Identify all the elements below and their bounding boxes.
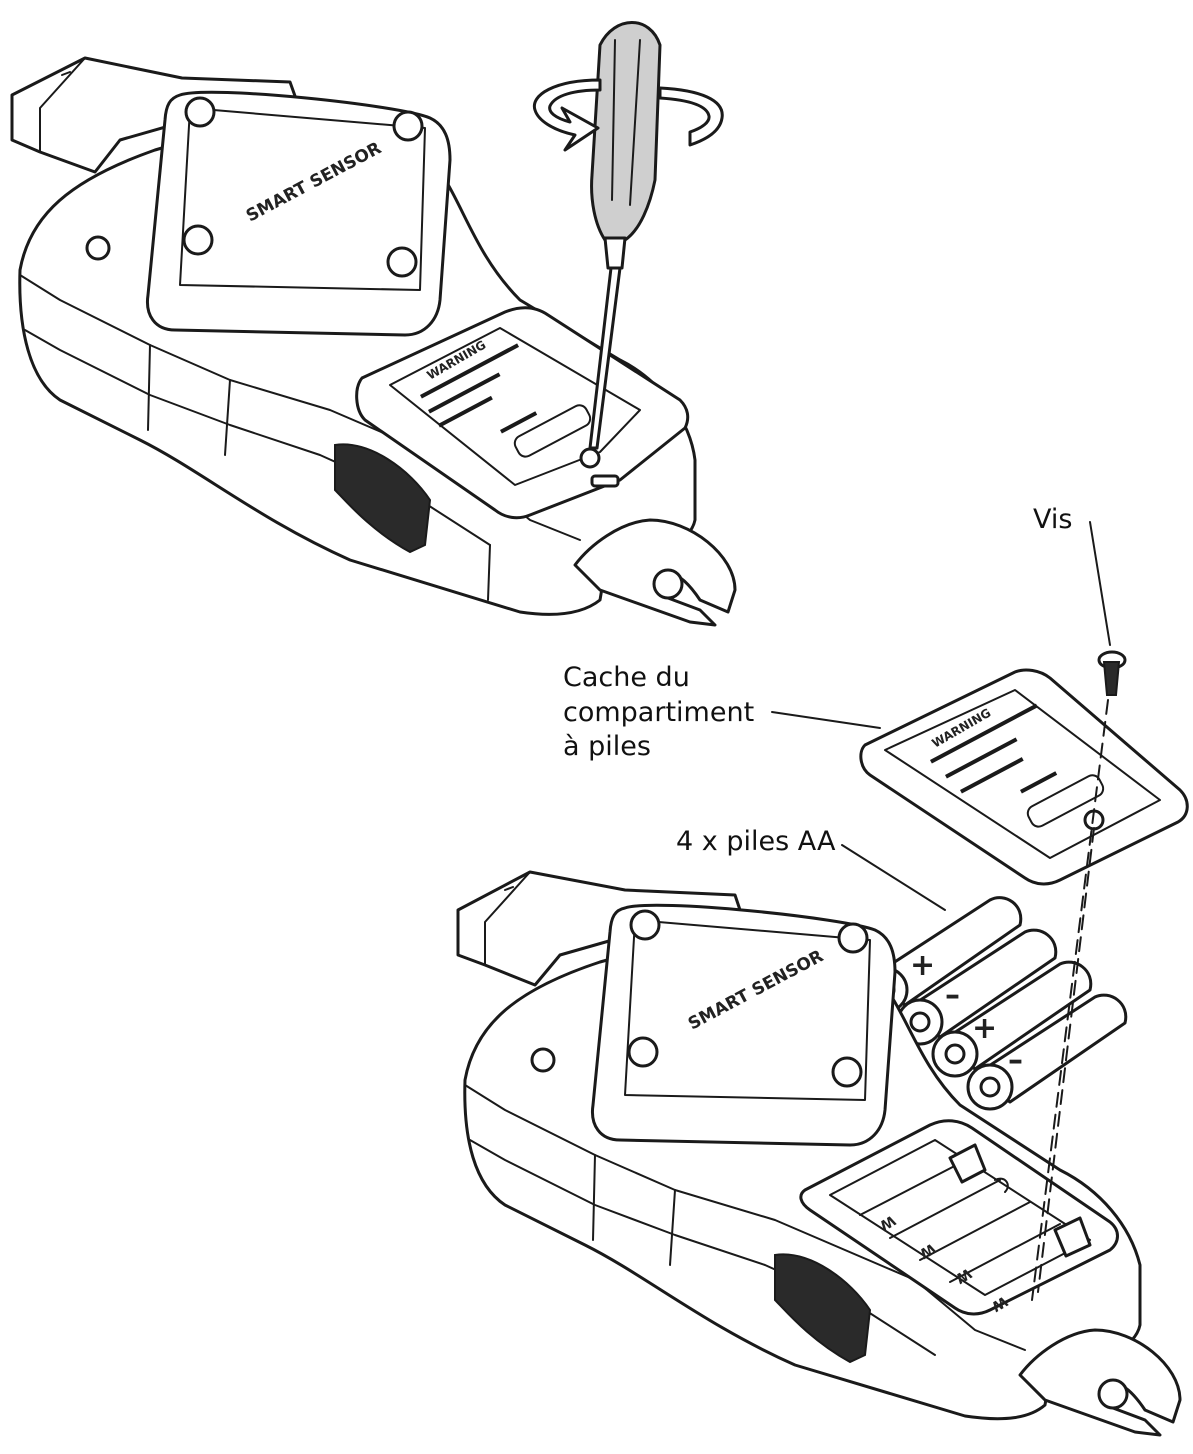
- battery-contact: [948, 1143, 987, 1184]
- label-cover-line2: compartiment: [563, 697, 754, 728]
- plate-screw-hole: [182, 224, 214, 256]
- device-bottom-grip: [774, 1253, 872, 1364]
- battery-cover-removed: WARNING: [859, 668, 1189, 886]
- svg-text:W: W: [877, 1212, 898, 1234]
- battery-3: +: [931, 960, 1093, 1078]
- leader-lines: [771, 521, 1111, 1301]
- screw-alignment-dashed-line: [1031, 699, 1109, 1301]
- screwdriver-shaft: [588, 266, 622, 450]
- body-screw-hole: [85, 235, 111, 261]
- plate-screw-hole: [386, 246, 418, 278]
- device-top-grip: [334, 443, 432, 554]
- svg-text:W: W: [953, 1265, 974, 1287]
- battery-polarity: +: [910, 948, 935, 983]
- plate-screw-hole: [184, 96, 216, 128]
- label-batteries: 4 x piles AA: [676, 826, 836, 857]
- device-bottom-view: SMART SENSOR W W W W: [456, 870, 1182, 1437]
- svg-text:W: W: [989, 1293, 1010, 1315]
- battery-2: –: [896, 928, 1058, 1046]
- loose-screw: [1097, 650, 1127, 696]
- battery-polarity: –: [1008, 1043, 1023, 1078]
- battery-contact: [1053, 1216, 1092, 1258]
- svg-text:W: W: [917, 1240, 938, 1262]
- rotation-arrow-icon: [532, 78, 602, 152]
- leader-screw: [1089, 521, 1111, 646]
- screw-path-dashed-line: [1037, 827, 1095, 1293]
- battery-polarity: +: [972, 1011, 997, 1046]
- battery-4: –: [966, 993, 1128, 1111]
- device-top-view: SMART SENSOR WARNING: [10, 56, 737, 627]
- screwdriver: [532, 21, 724, 450]
- screwdriver-ferrule: [603, 236, 627, 270]
- device-bottom-sensor-plate: [590, 903, 897, 1147]
- cover-screw: [579, 447, 601, 469]
- leader-cover: [771, 711, 881, 729]
- label-cover-line3: à piles: [563, 731, 651, 762]
- label-cover-line1: Cache du: [563, 662, 690, 693]
- screwdriver-handle: [590, 21, 662, 242]
- leader-batteries: [841, 844, 946, 911]
- device-top-sensor-plate: [145, 90, 452, 337]
- plate-screw-hole: [392, 110, 424, 142]
- cover-latch: [590, 474, 620, 488]
- battery-polarity: –: [945, 978, 960, 1013]
- label-screw: Vis: [1033, 504, 1072, 535]
